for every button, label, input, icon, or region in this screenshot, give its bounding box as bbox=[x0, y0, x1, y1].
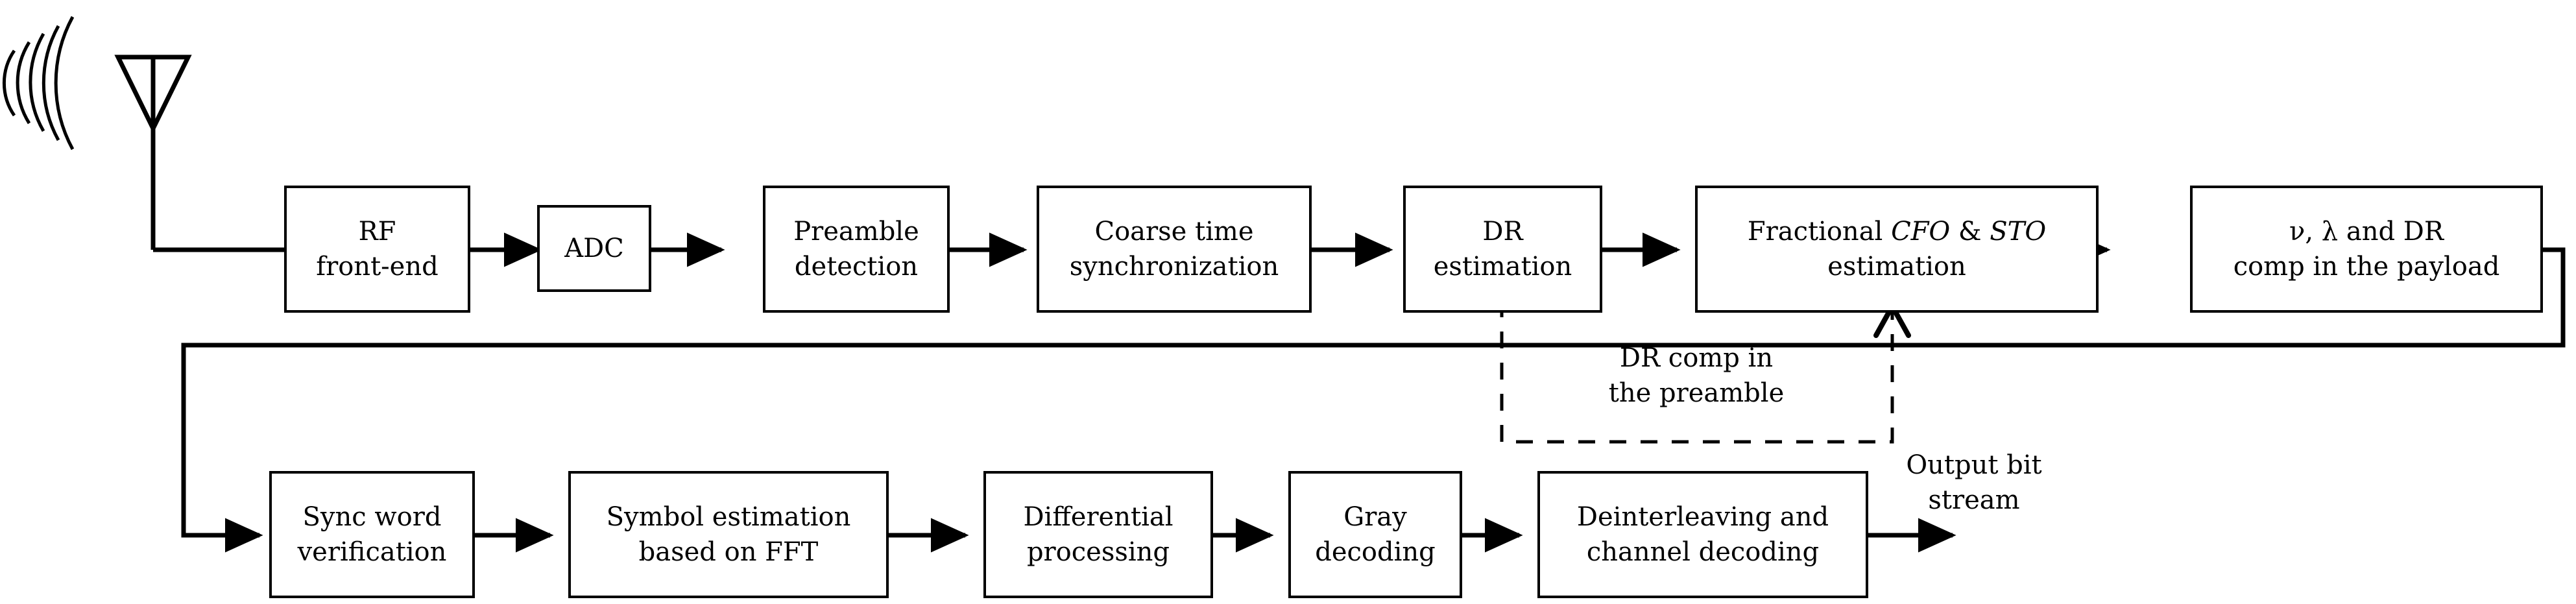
box-rf-front-end[interactable] bbox=[284, 186, 470, 313]
annotation-output-bit-stream: Output bit stream bbox=[1873, 448, 2075, 518]
annotation-dr-comp-preamble: DR comp in the preamble bbox=[1544, 341, 1849, 411]
antenna-icon bbox=[2, 16, 192, 250]
wire-wraparound-row1-to-row2 bbox=[181, 247, 2566, 553]
box-symbol-estimation-fft[interactable] bbox=[568, 471, 889, 598]
box-adc[interactable] bbox=[537, 205, 651, 292]
dr-comp-preamble-line-1: DR comp in bbox=[1619, 343, 1774, 373]
box-sync-word-verification[interactable] bbox=[269, 471, 475, 598]
box-gray-decoding[interactable] bbox=[1288, 471, 1462, 598]
output-bit-stream-line-1: Output bit bbox=[1906, 450, 2042, 480]
box-deinterleaving-channel-decoding[interactable] bbox=[1537, 471, 1868, 598]
box-preamble-detection[interactable] bbox=[763, 186, 950, 313]
box-fractional-cfo-sto-estimation[interactable] bbox=[1695, 186, 2099, 313]
box-coarse-time-synchronization[interactable] bbox=[1037, 186, 1312, 313]
wire-dashed-dr-comp-preamble bbox=[1500, 300, 1911, 444]
box-nu-lambda-dr-comp-payload[interactable] bbox=[2190, 186, 2543, 313]
box-dr-estimation[interactable] bbox=[1403, 186, 1602, 313]
dr-comp-preamble-line-2: the preamble bbox=[1608, 378, 1785, 408]
box-differential-processing[interactable] bbox=[983, 471, 1213, 598]
output-bit-stream-line-2: stream bbox=[1928, 485, 2020, 515]
